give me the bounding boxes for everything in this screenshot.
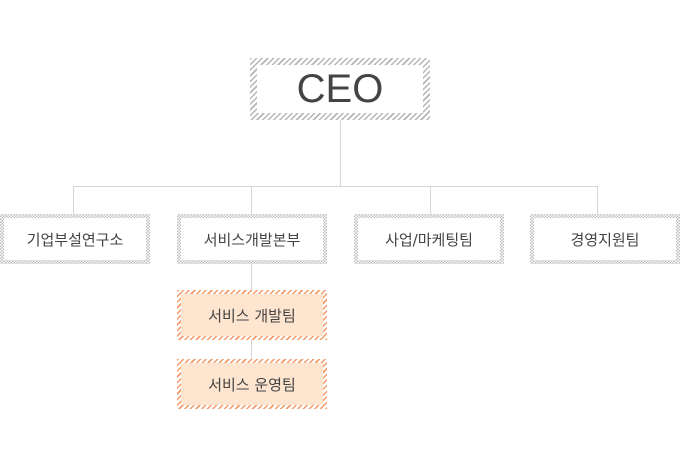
- ceo-node: CEO: [250, 58, 430, 120]
- team-node-dev: 서비스 개발팀: [177, 290, 327, 340]
- dept-label: 기업부설연구소: [4, 218, 146, 260]
- team-label: 서비스 개발팀: [181, 294, 323, 336]
- connector-line: [340, 120, 341, 186]
- connector-line: [251, 186, 252, 214]
- connector-line: [597, 186, 598, 214]
- connector-line: [73, 186, 598, 187]
- connector-line: [251, 264, 252, 290]
- team-label: 서비스 운영팀: [181, 363, 323, 405]
- dept-node-marketing: 사업/마케팅팀: [354, 214, 504, 264]
- team-node-ops: 서비스 운영팀: [177, 359, 327, 409]
- dept-node-management: 경영지원팀: [530, 214, 680, 264]
- connector-line: [251, 340, 252, 359]
- dept-label: 서비스개발본부: [181, 218, 323, 260]
- dept-node-service-dev: 서비스개발본부: [177, 214, 327, 264]
- ceo-label: CEO: [257, 65, 423, 113]
- dept-label: 경영지원팀: [534, 218, 676, 260]
- connector-line: [73, 186, 74, 214]
- dept-label: 사업/마케팅팀: [358, 218, 500, 260]
- dept-node-research: 기업부설연구소: [0, 214, 150, 264]
- connector-line: [430, 186, 431, 214]
